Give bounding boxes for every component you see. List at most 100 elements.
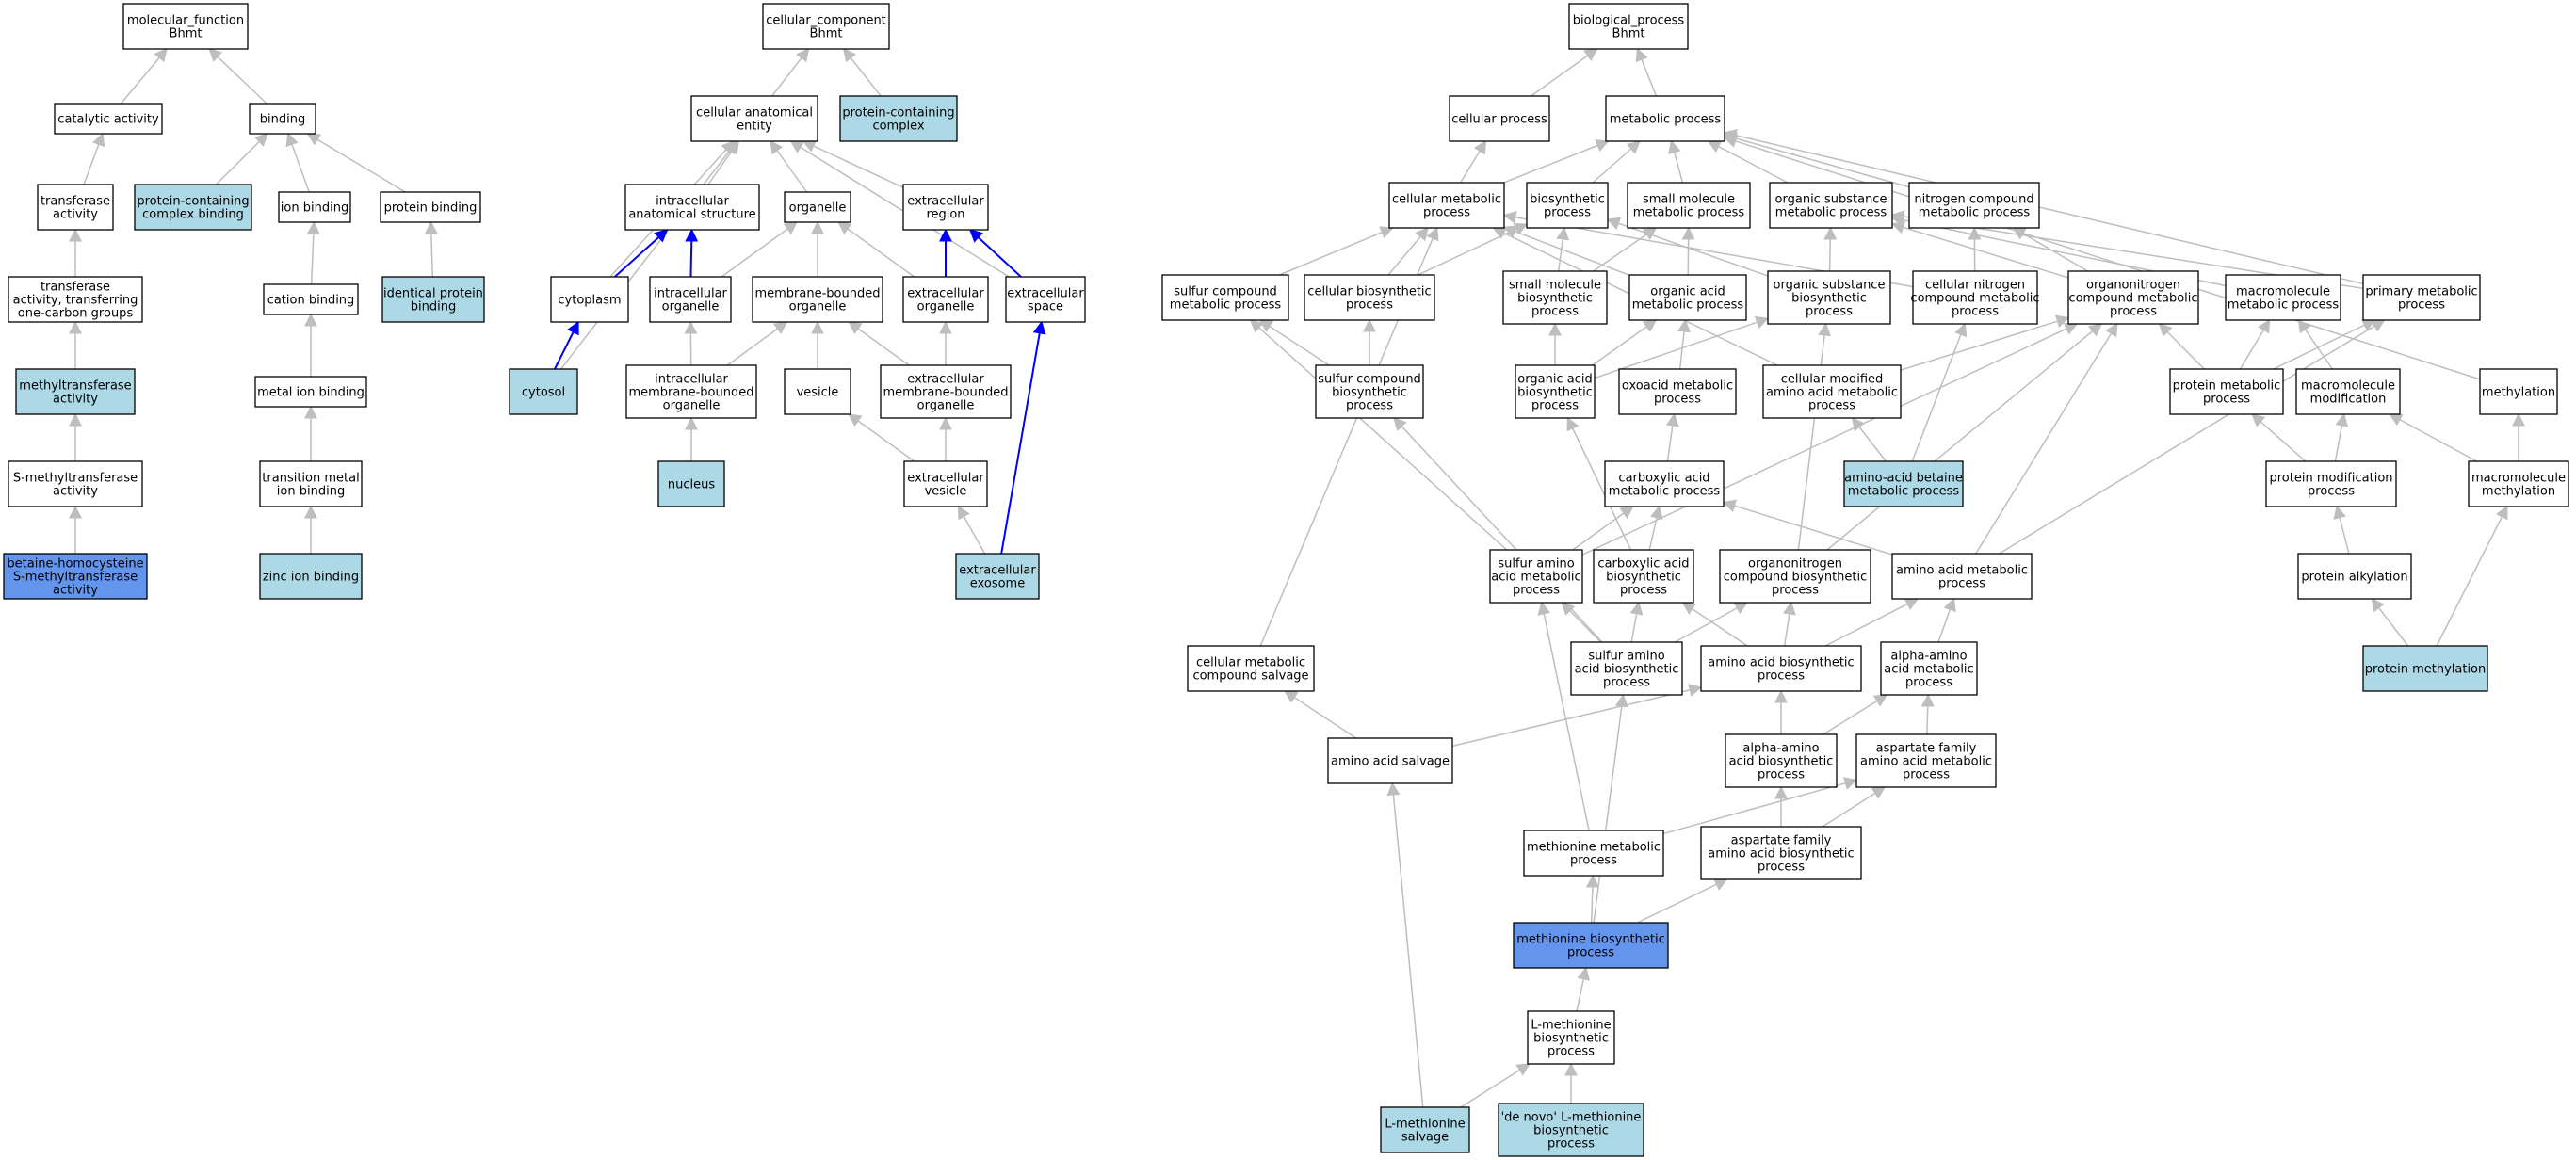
node-metalion[interactable]: metal ion binding [254,376,367,408]
node-organelle[interactable]: organelle [784,191,851,223]
edge-macromod-to-macromol [2297,318,2334,370]
node-protalk[interactable]: protein alkylation [2297,553,2412,600]
node-cationbinding[interactable]: cation binding [263,283,359,315]
node-cellproc[interactable]: cellular process [1449,95,1550,142]
node-box [1489,549,1583,604]
node-box [1388,182,1505,229]
node-methylation[interactable]: methylation [2479,368,2558,415]
node-aasalv[interactable]: amino acid salvage [1327,737,1453,784]
edge-sulfurcmp-to-cellmet [1279,226,1394,276]
node-box [1523,830,1664,877]
edge-macromethyl-to-macromod [2389,413,2478,462]
node-protmethyl[interactable]: protein methylation [2362,645,2488,692]
node-label-line: process [1547,1137,1595,1152]
node-cytoplasm[interactable]: cytoplasm [550,276,629,323]
node-label-line: membrane-bounded [628,386,753,400]
node-ionbinding[interactable]: ion binding [278,191,351,223]
edge-orgacidbio-to-orgsubbio [1594,315,1770,379]
node-label: catalytic activity [57,113,159,127]
node-zinc[interactable]: zinc ion binding [259,553,363,600]
node-box [2295,368,2401,415]
edges-layer [69,47,2525,1108]
node-label-line: metabolic process [1775,206,1887,220]
node-cytosol[interactable]: cytosol [509,368,578,415]
node-binding[interactable]: binding [249,103,316,135]
node-label-line: process [2308,485,2355,499]
node-proteinbinding[interactable]: protein binding [380,191,481,223]
node-metproc[interactable]: metabolic process [1605,95,1725,142]
node-label-line: aspartate family [1876,742,1977,756]
node-catalytic[interactable]: catalytic activity [54,103,163,135]
node-vesicle[interactable]: vesicle [784,368,851,415]
node-box [1593,549,1694,604]
node-nucleus[interactable]: nucleus [657,460,725,508]
